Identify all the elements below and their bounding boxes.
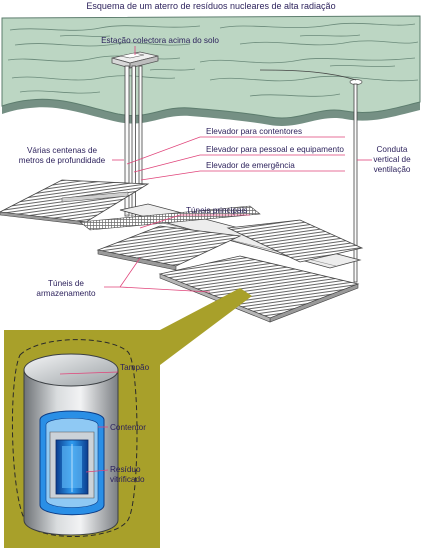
main-tunnels-label: Túneis principais (186, 206, 247, 215)
surface-station (111, 51, 363, 85)
personnel-lift-label: Elevador para pessoal e equipamento (206, 145, 344, 154)
diagram-title: Esquema de um aterro de resíduos nuclear… (86, 1, 335, 11)
container-lift-label: Elevador para contentores (206, 127, 302, 136)
ventilation-label-line1: Conduta (377, 145, 408, 154)
leader-line (59, 371, 119, 375)
borehole-outline (11, 339, 138, 537)
terrain-surface (1, 15, 421, 126)
leader-line (119, 286, 211, 293)
ventilation-label-line2: vertical de (373, 155, 411, 164)
container-label: Contentor (110, 423, 146, 432)
storage-panel-left (0, 179, 150, 226)
leader-line (133, 154, 345, 173)
vitrified-waste-label-line2: vitrificado (110, 475, 145, 484)
storage-panel-right (158, 219, 364, 323)
ventilation-label-line3: ventilação (374, 165, 411, 174)
emergency-lift-label: Elevador de emergência (206, 161, 295, 170)
storage-tunnels-label-line2: armazenamento (36, 289, 96, 298)
inset-panel: Tampão Contentor Resíduo vitrificado (4, 330, 160, 548)
leader-line (104, 257, 141, 288)
depth-label-line2: metros de profundidade (19, 156, 106, 165)
plug-label: Tampão (120, 363, 150, 372)
surface-station-label: Estação colectora acima do solo (101, 36, 219, 45)
leader-line (126, 136, 345, 165)
leader-line (139, 214, 250, 229)
leader-line (140, 170, 345, 181)
inset-callout-wedge (160, 288, 252, 365)
depth-label-line1: Várias centenas de (27, 146, 98, 155)
plug-top (23, 353, 119, 387)
vitrified-waste-label-line1: Resíduo (110, 465, 141, 474)
storage-tunnels-label-line1: Túneis de (48, 279, 84, 288)
leader-line (85, 469, 109, 473)
